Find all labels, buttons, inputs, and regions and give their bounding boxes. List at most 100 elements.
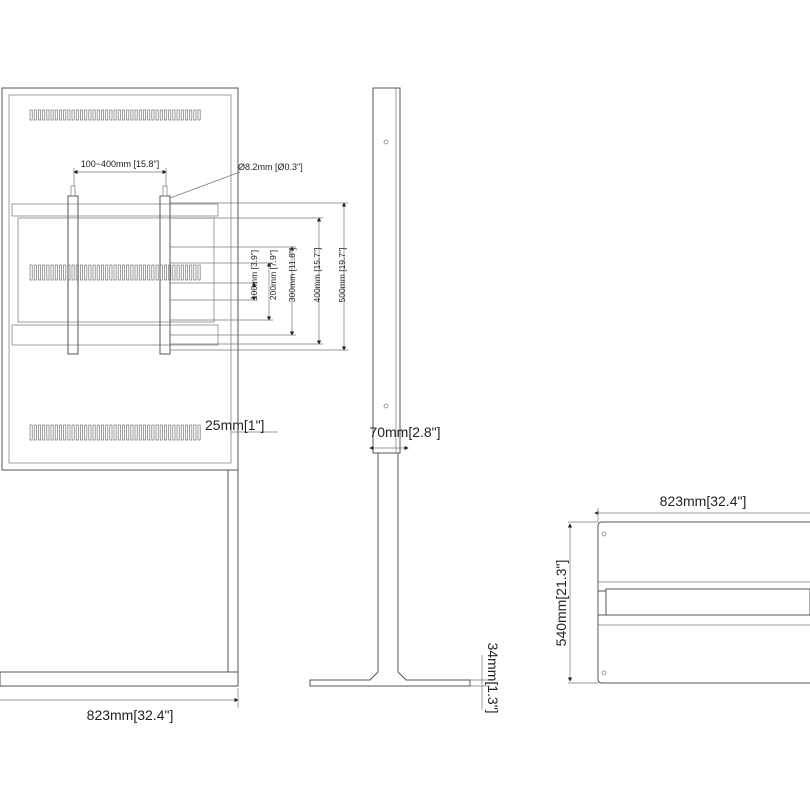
vent-slot	[75, 109, 79, 121]
vent-slot	[59, 109, 62, 121]
vent-slot	[176, 264, 180, 281]
vent-slot	[130, 424, 134, 441]
vent-slot	[197, 109, 201, 121]
vent-slot	[159, 109, 163, 121]
vesa-500-label: 500mm [19.7"]	[337, 248, 347, 303]
vent-slot	[138, 424, 142, 441]
vent-slot	[126, 109, 130, 121]
vent-slot	[193, 109, 197, 121]
vent-slot	[193, 424, 197, 441]
vent-slot	[33, 109, 37, 121]
vent-slot	[168, 424, 172, 441]
vent-slot	[42, 424, 46, 441]
vent-slot	[138, 109, 142, 121]
vent-slot	[147, 424, 151, 441]
vent-slot	[80, 264, 83, 281]
vent-slot	[42, 109, 46, 121]
vent-slot	[71, 424, 75, 441]
vent-slot	[180, 424, 184, 441]
wall-bracket	[67, 185, 171, 355]
vent-slot	[151, 264, 155, 281]
vent-slot	[54, 264, 58, 281]
vesa-height-dimensions	[170, 202, 348, 351]
vent-slot	[54, 424, 58, 441]
top-view: 823mm[32.4"] 540mm[21.3"]	[553, 493, 810, 684]
vent-slot	[180, 264, 184, 281]
vent-slot	[164, 424, 167, 441]
vent-slot	[92, 264, 96, 281]
vent-slot	[92, 424, 96, 441]
vesa-300-label: 300mm [11.8"]	[287, 248, 297, 302]
top-width-label: 823mm[32.4"]	[660, 493, 747, 509]
vent-slot	[117, 424, 121, 441]
vent-slot	[33, 424, 37, 441]
vent-slot	[96, 424, 100, 441]
vent-slot	[134, 424, 138, 441]
vent-slot	[143, 424, 146, 441]
vent-slot	[38, 109, 41, 121]
vent-slot	[122, 264, 125, 281]
vent-slot	[122, 109, 125, 121]
vent-slot	[147, 109, 151, 121]
vent-slot	[189, 424, 193, 441]
side-view: 70mm[2.8"] 34mm[1.3"]	[309, 87, 501, 714]
vent-slot	[126, 264, 130, 281]
vent-slot	[80, 424, 83, 441]
vent-slot	[185, 264, 188, 281]
vent-slot	[29, 109, 33, 121]
hole-diameter-label: Ø8.2mm [Ø0.3"]	[238, 162, 303, 172]
vent-slot	[155, 264, 159, 281]
vent-slot	[46, 109, 50, 121]
vent-slot	[138, 264, 142, 281]
vent-slot	[84, 264, 88, 281]
vent-slot	[159, 264, 163, 281]
vent-slot	[197, 264, 201, 281]
vent-slot	[29, 424, 33, 441]
vesa-width-label: 100~400mm [15.8"]	[81, 159, 160, 169]
vent-slot	[143, 109, 146, 121]
vent-slot	[117, 264, 121, 281]
vent-slot	[117, 109, 121, 121]
vent-slot	[176, 424, 180, 441]
vent-slot	[63, 264, 67, 281]
vent-slot	[193, 264, 197, 281]
vent-slot	[126, 424, 130, 441]
vent-slot	[168, 109, 172, 121]
vent-slot	[197, 424, 201, 441]
vent-slot	[151, 424, 155, 441]
vent-slot	[189, 109, 193, 121]
vent-slot	[143, 264, 146, 281]
vent-slot	[80, 109, 83, 121]
vent-slot	[113, 109, 117, 121]
vent-slot	[113, 424, 117, 441]
vent-slot	[96, 264, 100, 281]
vent-slot	[159, 424, 163, 441]
vent-slot	[172, 109, 176, 121]
front-view: 100~400mm [15.8"] Ø8.2mm [Ø0.3"] 100mm […	[0, 87, 348, 723]
vent-slot	[176, 109, 180, 121]
vent-slot	[147, 264, 151, 281]
vent-slot	[84, 109, 88, 121]
vent-slot	[164, 264, 167, 281]
vent-slot	[92, 109, 96, 121]
vent-slot	[54, 109, 58, 121]
vent-slot	[164, 109, 167, 121]
vent-slot	[38, 424, 41, 441]
vent-slot	[105, 109, 109, 121]
vesa-100-label: 100mm [3.9"]	[249, 250, 259, 300]
vent-slot	[75, 424, 79, 441]
vent-slot	[88, 264, 92, 281]
vesa-400-label: 400mm [15.7"]	[312, 248, 322, 303]
vent-slot	[109, 264, 113, 281]
pole-depth-label: 70mm[2.8"]	[369, 424, 440, 440]
vent-slot	[71, 264, 75, 281]
vent-slot	[130, 109, 134, 121]
vent-slot	[101, 109, 104, 121]
vent-slot	[46, 424, 50, 441]
vent-slot	[172, 264, 176, 281]
vent-slot	[185, 424, 188, 441]
vent-slot	[38, 264, 41, 281]
vent-slot	[84, 424, 88, 441]
front-width-label: 823mm[32.4"]	[87, 707, 174, 723]
